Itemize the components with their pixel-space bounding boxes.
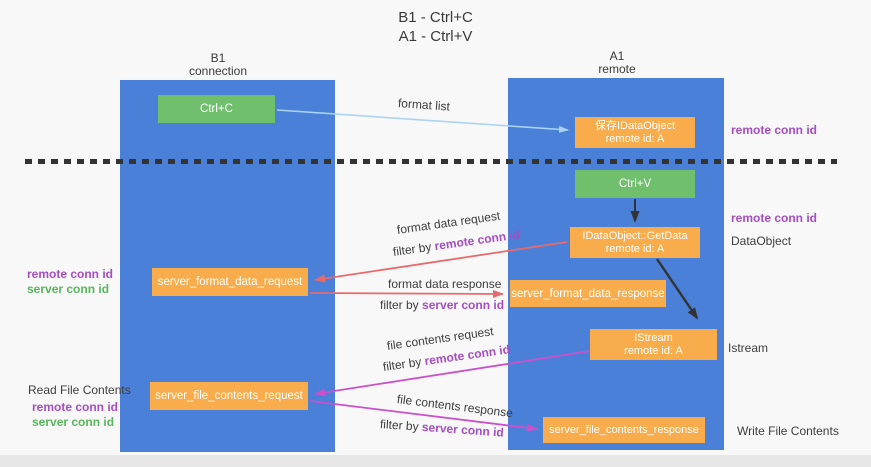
node-save-idataobject: 保存IDataObject remote id: A bbox=[575, 117, 695, 148]
write-file-contents-label: Write File Contents bbox=[737, 424, 839, 438]
node-server-file-contents-request-label: server_file_contents_request bbox=[155, 390, 303, 402]
server-conn-id-text: server conn id bbox=[421, 419, 505, 440]
lane-b1-name: B1 bbox=[210, 51, 226, 65]
filter-by-text: filter by bbox=[392, 239, 436, 259]
server-conn-id-text: server conn id bbox=[422, 298, 505, 312]
format-data-response-label: format data response bbox=[388, 277, 502, 291]
diagram-title-line2: A1 - Ctrl+V bbox=[398, 28, 473, 45]
remote-conn-id-text: remote conn id bbox=[423, 342, 511, 369]
node-ctrl-v-label: Ctrl+V bbox=[618, 178, 652, 190]
lane-header-b1: B1 connection bbox=[158, 52, 278, 78]
right-top-remote-conn-id-label: remote conn id bbox=[731, 123, 818, 137]
left-server-conn-id-label: server conn id bbox=[27, 282, 110, 296]
format-list-label: format list bbox=[397, 96, 451, 114]
node-istream: IStream remote id: A bbox=[590, 329, 717, 360]
node-server-format-data-response: server_format_data_response bbox=[510, 280, 666, 307]
node-server-format-data-request: server_format_data_request bbox=[152, 268, 308, 296]
node-istream-line1: IStream bbox=[634, 331, 673, 344]
node-istream-line2: remote id: A bbox=[624, 344, 683, 357]
lane-a1-subtitle: remote bbox=[598, 62, 636, 76]
format-data-response-arrow bbox=[309, 289, 504, 298]
file-contents-response-label: file contents response bbox=[396, 392, 514, 421]
filter-by-text: filter by bbox=[382, 354, 426, 374]
filter-by-text: filter by bbox=[379, 417, 423, 434]
read-file-contents-label: Read File Contents bbox=[28, 383, 131, 397]
node-save-idataobject-line2: remote id: A bbox=[605, 132, 665, 145]
node-ctrl-v: Ctrl+V bbox=[575, 170, 695, 198]
dataobject-label: DataObject bbox=[731, 234, 792, 248]
node-ctrl-c: Ctrl+C bbox=[158, 95, 275, 123]
phase-divider-dashed-line bbox=[25, 159, 837, 164]
node-server-file-contents-response: server_file_contents_response bbox=[543, 417, 705, 443]
node-server-file-contents-response-label: server_file_contents_response bbox=[549, 424, 699, 436]
node-save-idataobject-line1: 保存IDataObject bbox=[594, 119, 676, 132]
lane-b1-subtitle: connection bbox=[188, 64, 248, 78]
format-data-response-filter-label: filter by server conn id bbox=[380, 298, 504, 312]
lane-header-a1: A1 remote bbox=[557, 50, 677, 76]
node-ctrl-c-label: Ctrl+C bbox=[200, 103, 233, 115]
lane-a1-name: A1 bbox=[609, 49, 625, 63]
istream-label: Istream bbox=[728, 341, 769, 355]
filter-by-text: filter by bbox=[380, 298, 423, 312]
bottom-gray-bar bbox=[0, 455, 871, 467]
file-contents-response-filter-label: filter by server conn id bbox=[380, 417, 505, 440]
node-idataobject-getdata: IDataObject::GetData remote id: A bbox=[570, 227, 700, 258]
left2-server-conn-id-label: server conn id bbox=[32, 415, 115, 429]
right-mid-remote-conn-id-label: remote conn id bbox=[731, 211, 818, 225]
left2-remote-conn-id-label: remote conn id bbox=[32, 400, 119, 414]
node-server-format-data-response-label: server_format_data_response bbox=[511, 287, 665, 300]
left-remote-conn-id-label: remote conn id bbox=[27, 267, 114, 281]
node-server-format-data-request-label: server_format_data_request bbox=[157, 276, 303, 288]
diagram-title: B1 - Ctrl+C A1 - Ctrl+V bbox=[0, 8, 871, 46]
node-idataobject-getdata-line1: IDataObject::GetData bbox=[582, 229, 688, 242]
node-server-file-contents-request: server_file_contents_request bbox=[150, 382, 308, 410]
diagram-title-line1: B1 - Ctrl+C bbox=[398, 9, 473, 26]
node-idataobject-getdata-line2: remote id: A bbox=[605, 242, 665, 255]
